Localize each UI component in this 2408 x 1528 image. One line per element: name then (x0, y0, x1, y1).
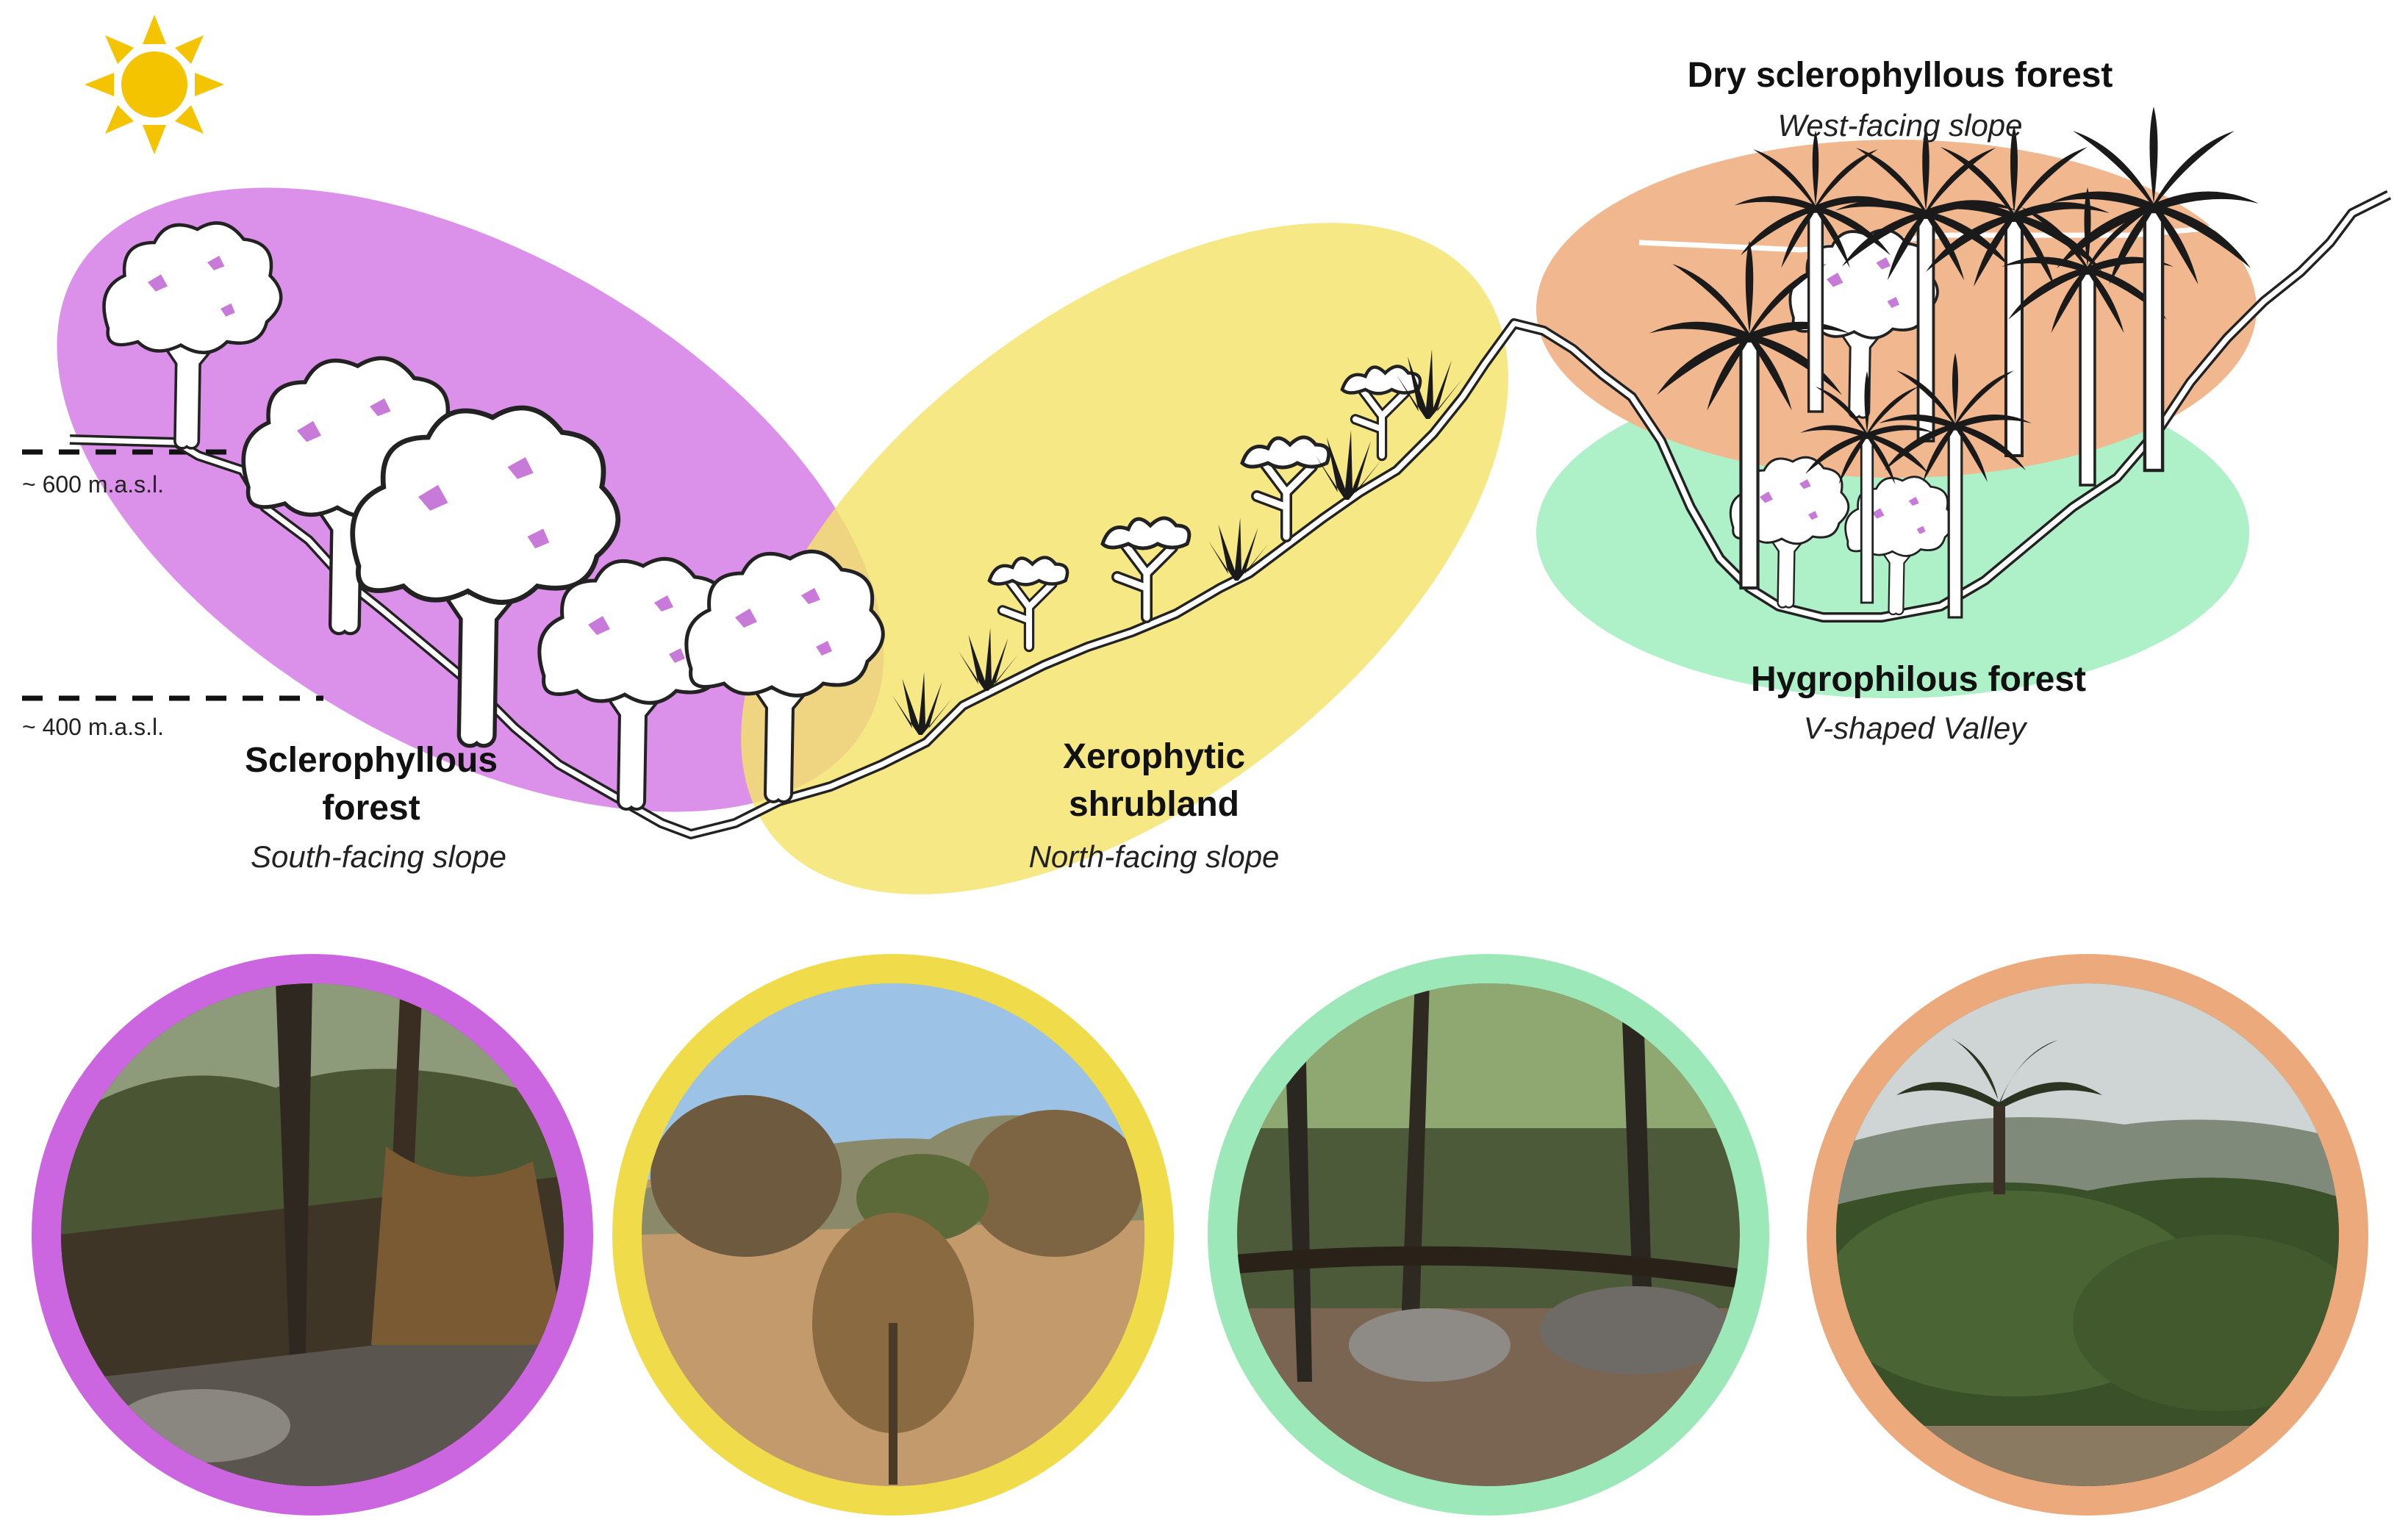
xerophytic-title-line2: shrubland (1069, 785, 1239, 824)
sclerophyllous-photo (32, 954, 593, 1516)
sun-icon (85, 15, 224, 154)
xerophytic-photo (612, 954, 1174, 1516)
landscape-photo-icon (1836, 983, 2339, 1486)
sclerophyllous-title-line1: Sclerophyllous (245, 741, 498, 780)
landscape-photo-icon (642, 983, 1144, 1486)
xerophytic-subtitle: North-facing slope (1029, 839, 1280, 874)
dry-sclerophyllous-subtitle: West-facing slope (1777, 108, 2022, 143)
landscape-photo-icon (1237, 983, 1740, 1486)
sclerophyllous-title-line2: forest (322, 789, 420, 828)
dry-sclerophyllous-title: Dry sclerophyllous forest (1688, 56, 2113, 95)
photo-circles (32, 954, 2368, 1516)
hygrophilous-label: Hygrophilous forest V-shaped Valley (1751, 660, 2086, 745)
sclerophyllous-subtitle: South-facing slope (251, 839, 506, 874)
dry-sclerophyllous-photo (1807, 954, 2368, 1516)
xerophytic-label: Xerophytic shrubland North-facing slope (1029, 737, 1280, 874)
elevation-label-400: ~ 400 m.a.s.l. (22, 714, 164, 740)
elevation-label-600: ~ 600 m.a.s.l. (22, 471, 164, 498)
hygrophilous-photo (1208, 954, 1769, 1516)
hygrophilous-title: Hygrophilous forest (1751, 660, 2086, 699)
landscape-photo-icon (61, 983, 564, 1486)
dry-sclerophyllous-label: Dry sclerophyllous forest West-facing sl… (1688, 56, 2113, 143)
xerophytic-title-line1: Xerophytic (1063, 737, 1245, 776)
xerophytic-zone (741, 223, 1508, 894)
sclerophyllous-label: Sclerophyllous forest South-facing slope (245, 741, 506, 874)
hygrophilous-subtitle: V-shaped Valley (1804, 711, 2029, 745)
